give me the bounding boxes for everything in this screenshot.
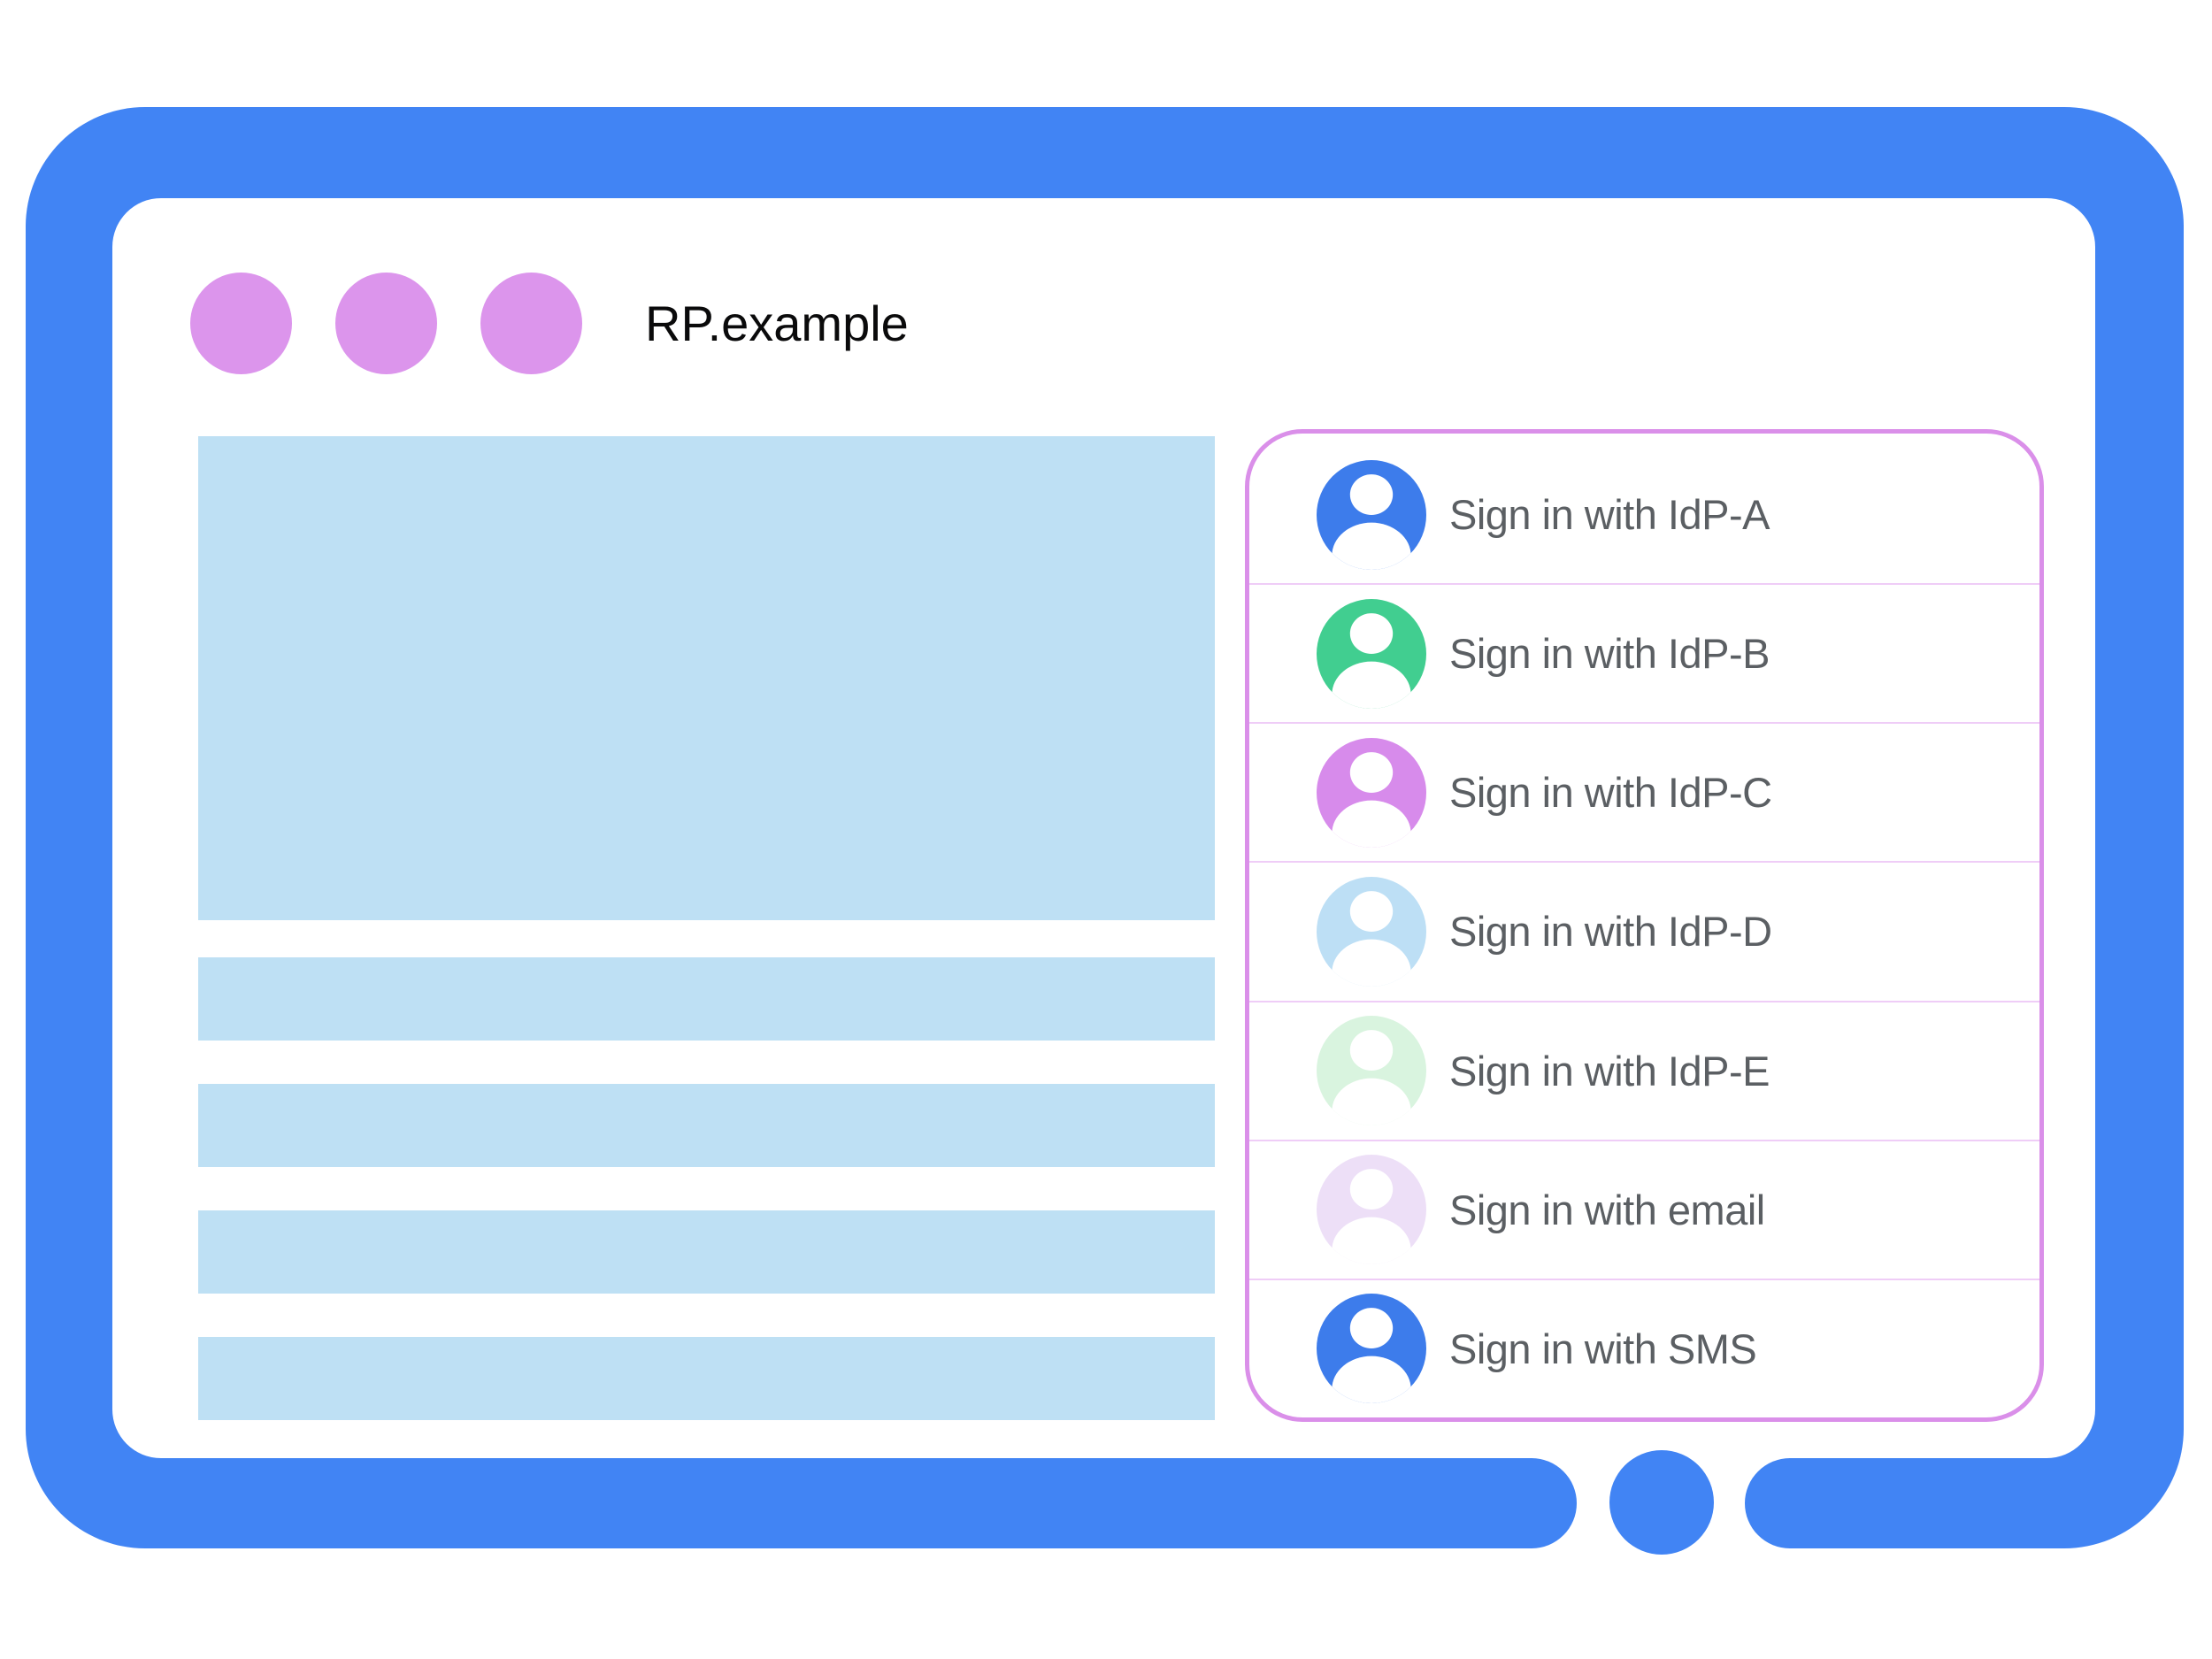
home-button bbox=[1609, 1450, 1714, 1555]
content-placeholder-line bbox=[198, 957, 1215, 1041]
page-title: RP.example bbox=[645, 296, 909, 351]
user-avatar-icon bbox=[1317, 1294, 1426, 1404]
sign-in-option-label: Sign in with IdP-E bbox=[1449, 1047, 1770, 1094]
sign-in-option-label: Sign in with IdP-C bbox=[1449, 769, 1772, 817]
sign-in-option-list: Sign in with IdP-A Sign in with IdP-B Si bbox=[1249, 434, 2039, 1417]
sign-in-option-idp-d[interactable]: Sign in with IdP-D bbox=[1249, 863, 2039, 1002]
sign-in-option-label: Sign in with IdP-D bbox=[1449, 908, 1772, 956]
sign-in-option-label: Sign in with SMS bbox=[1449, 1325, 1757, 1372]
user-avatar-icon bbox=[1317, 876, 1426, 987]
window-control-dot-2[interactable] bbox=[335, 273, 437, 374]
sign-in-panel: Sign in with IdP-A Sign in with IdP-B Si bbox=[1245, 429, 2044, 1422]
sign-in-option-label: Sign in with IdP-B bbox=[1449, 630, 1770, 678]
user-avatar-icon bbox=[1317, 459, 1426, 570]
sign-in-option-idp-c[interactable]: Sign in with IdP-C bbox=[1249, 724, 2039, 864]
user-avatar-icon bbox=[1317, 598, 1426, 709]
sign-in-option-idp-a[interactable]: Sign in with IdP-A bbox=[1249, 446, 2039, 586]
window-control-dot-1[interactable] bbox=[190, 273, 292, 374]
content-placeholder-hero bbox=[198, 436, 1215, 920]
sign-in-option-email[interactable]: Sign in with email bbox=[1249, 1141, 2039, 1280]
user-avatar-icon bbox=[1317, 1155, 1426, 1265]
sign-in-option-idp-b[interactable]: Sign in with IdP-B bbox=[1249, 585, 2039, 725]
content-placeholder-line bbox=[198, 1337, 1215, 1420]
user-avatar-icon bbox=[1317, 1016, 1426, 1126]
content-placeholder-line bbox=[198, 1084, 1215, 1167]
window-control-dot-3[interactable] bbox=[480, 273, 582, 374]
sign-in-option-idp-e[interactable]: Sign in with IdP-E bbox=[1249, 1002, 2039, 1141]
bezel-left-cap bbox=[1469, 1458, 1577, 1548]
sign-in-option-label: Sign in with IdP-A bbox=[1449, 491, 1770, 539]
sign-in-option-label: Sign in with email bbox=[1449, 1186, 1765, 1233]
user-avatar-icon bbox=[1317, 737, 1426, 848]
bezel-right-cap bbox=[1745, 1458, 1853, 1548]
content-placeholder-line bbox=[198, 1210, 1215, 1294]
sign-in-option-sms[interactable]: Sign in with SMS bbox=[1249, 1280, 2039, 1417]
